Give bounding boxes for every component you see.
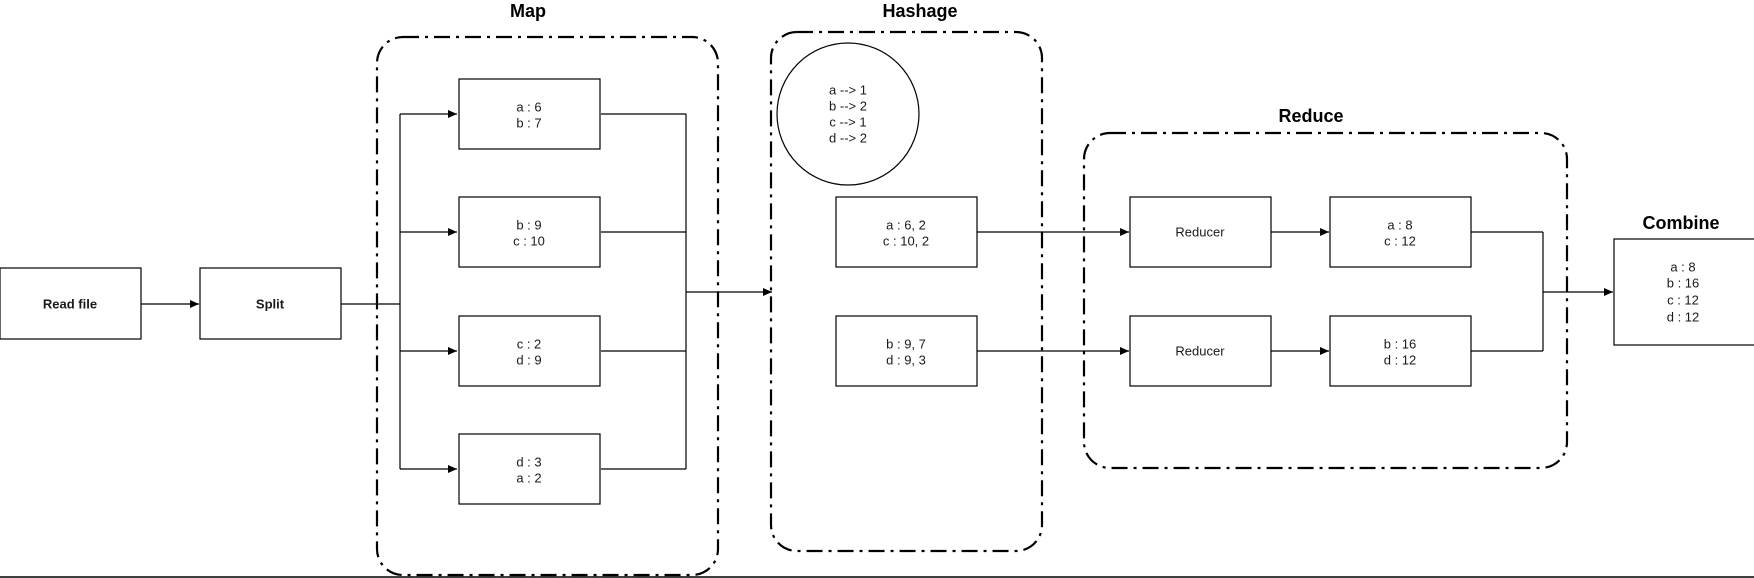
- map-node-3: [458, 315, 601, 387]
- map-node-1-line-2: b : 7: [516, 116, 541, 131]
- reducer-node-1: [1129, 196, 1272, 268]
- read-file-node: [0, 267, 142, 340]
- map-node-1-line-1: a : 6: [516, 100, 541, 115]
- reducer-node-1-label: Reducer: [1175, 225, 1225, 240]
- hash-node-1-line-2: c : 10, 2: [883, 234, 929, 249]
- hash-node-1: [835, 196, 978, 268]
- result-node-1-line-2: c : 12: [1384, 234, 1416, 249]
- split-label: Split: [256, 297, 285, 312]
- map-node-2-line-2: c : 10: [513, 234, 545, 249]
- hash-table-line-4: d --> 2: [829, 131, 867, 146]
- combine-line-2: b : 16: [1667, 276, 1700, 291]
- combine-line-4: d : 12: [1667, 310, 1700, 325]
- result-node-2-line-1: b : 16: [1384, 337, 1417, 352]
- combine-node: [1613, 238, 1754, 346]
- reducer-node-2-label: Reducer: [1175, 344, 1225, 359]
- hash-node-1-line-1: a : 6, 2: [886, 218, 926, 233]
- hash-table-line-1: a --> 1: [829, 83, 867, 98]
- hash-table-node: [776, 42, 920, 186]
- result-node-2: [1329, 315, 1472, 387]
- map-node-3-line-2: d : 9: [516, 353, 541, 368]
- map-group: [375, 35, 720, 577]
- hash-node-2-line-1: b : 9, 7: [886, 337, 926, 352]
- map-node-2-line-1: b : 9: [516, 218, 541, 233]
- combine-title: Combine: [1642, 213, 1719, 233]
- read-file-label: Read file: [43, 297, 97, 312]
- map-node-4-line-1: d : 3: [516, 455, 541, 470]
- hash-table-line-3: c --> 1: [829, 115, 866, 130]
- reducer-node-2: [1129, 315, 1272, 387]
- combine-line-1: a : 8: [1670, 260, 1695, 275]
- map-node-2: [458, 196, 601, 268]
- combine-line-3: c : 12: [1667, 293, 1699, 308]
- hashage-group: [769, 30, 1044, 553]
- map-title: Map: [510, 1, 546, 21]
- edges: [141, 110, 1613, 473]
- split-node: [199, 267, 342, 340]
- hash-node-2-line-2: d : 9, 3: [886, 353, 926, 368]
- hashage-title: Hashage: [882, 1, 957, 21]
- hash-table-line-2: b --> 2: [829, 99, 867, 114]
- result-node-2-line-2: d : 12: [1384, 353, 1417, 368]
- map-node-3-line-1: c : 2: [517, 337, 542, 352]
- hash-node-2: [835, 315, 978, 387]
- map-node-1: [458, 78, 601, 150]
- map-node-4-line-2: a : 2: [516, 471, 541, 486]
- result-node-1-line-1: a : 8: [1387, 218, 1412, 233]
- result-node-1: [1329, 196, 1472, 268]
- reduce-group: [1082, 131, 1569, 470]
- map-node-4: [458, 433, 601, 505]
- reduce-title: Reduce: [1278, 106, 1343, 126]
